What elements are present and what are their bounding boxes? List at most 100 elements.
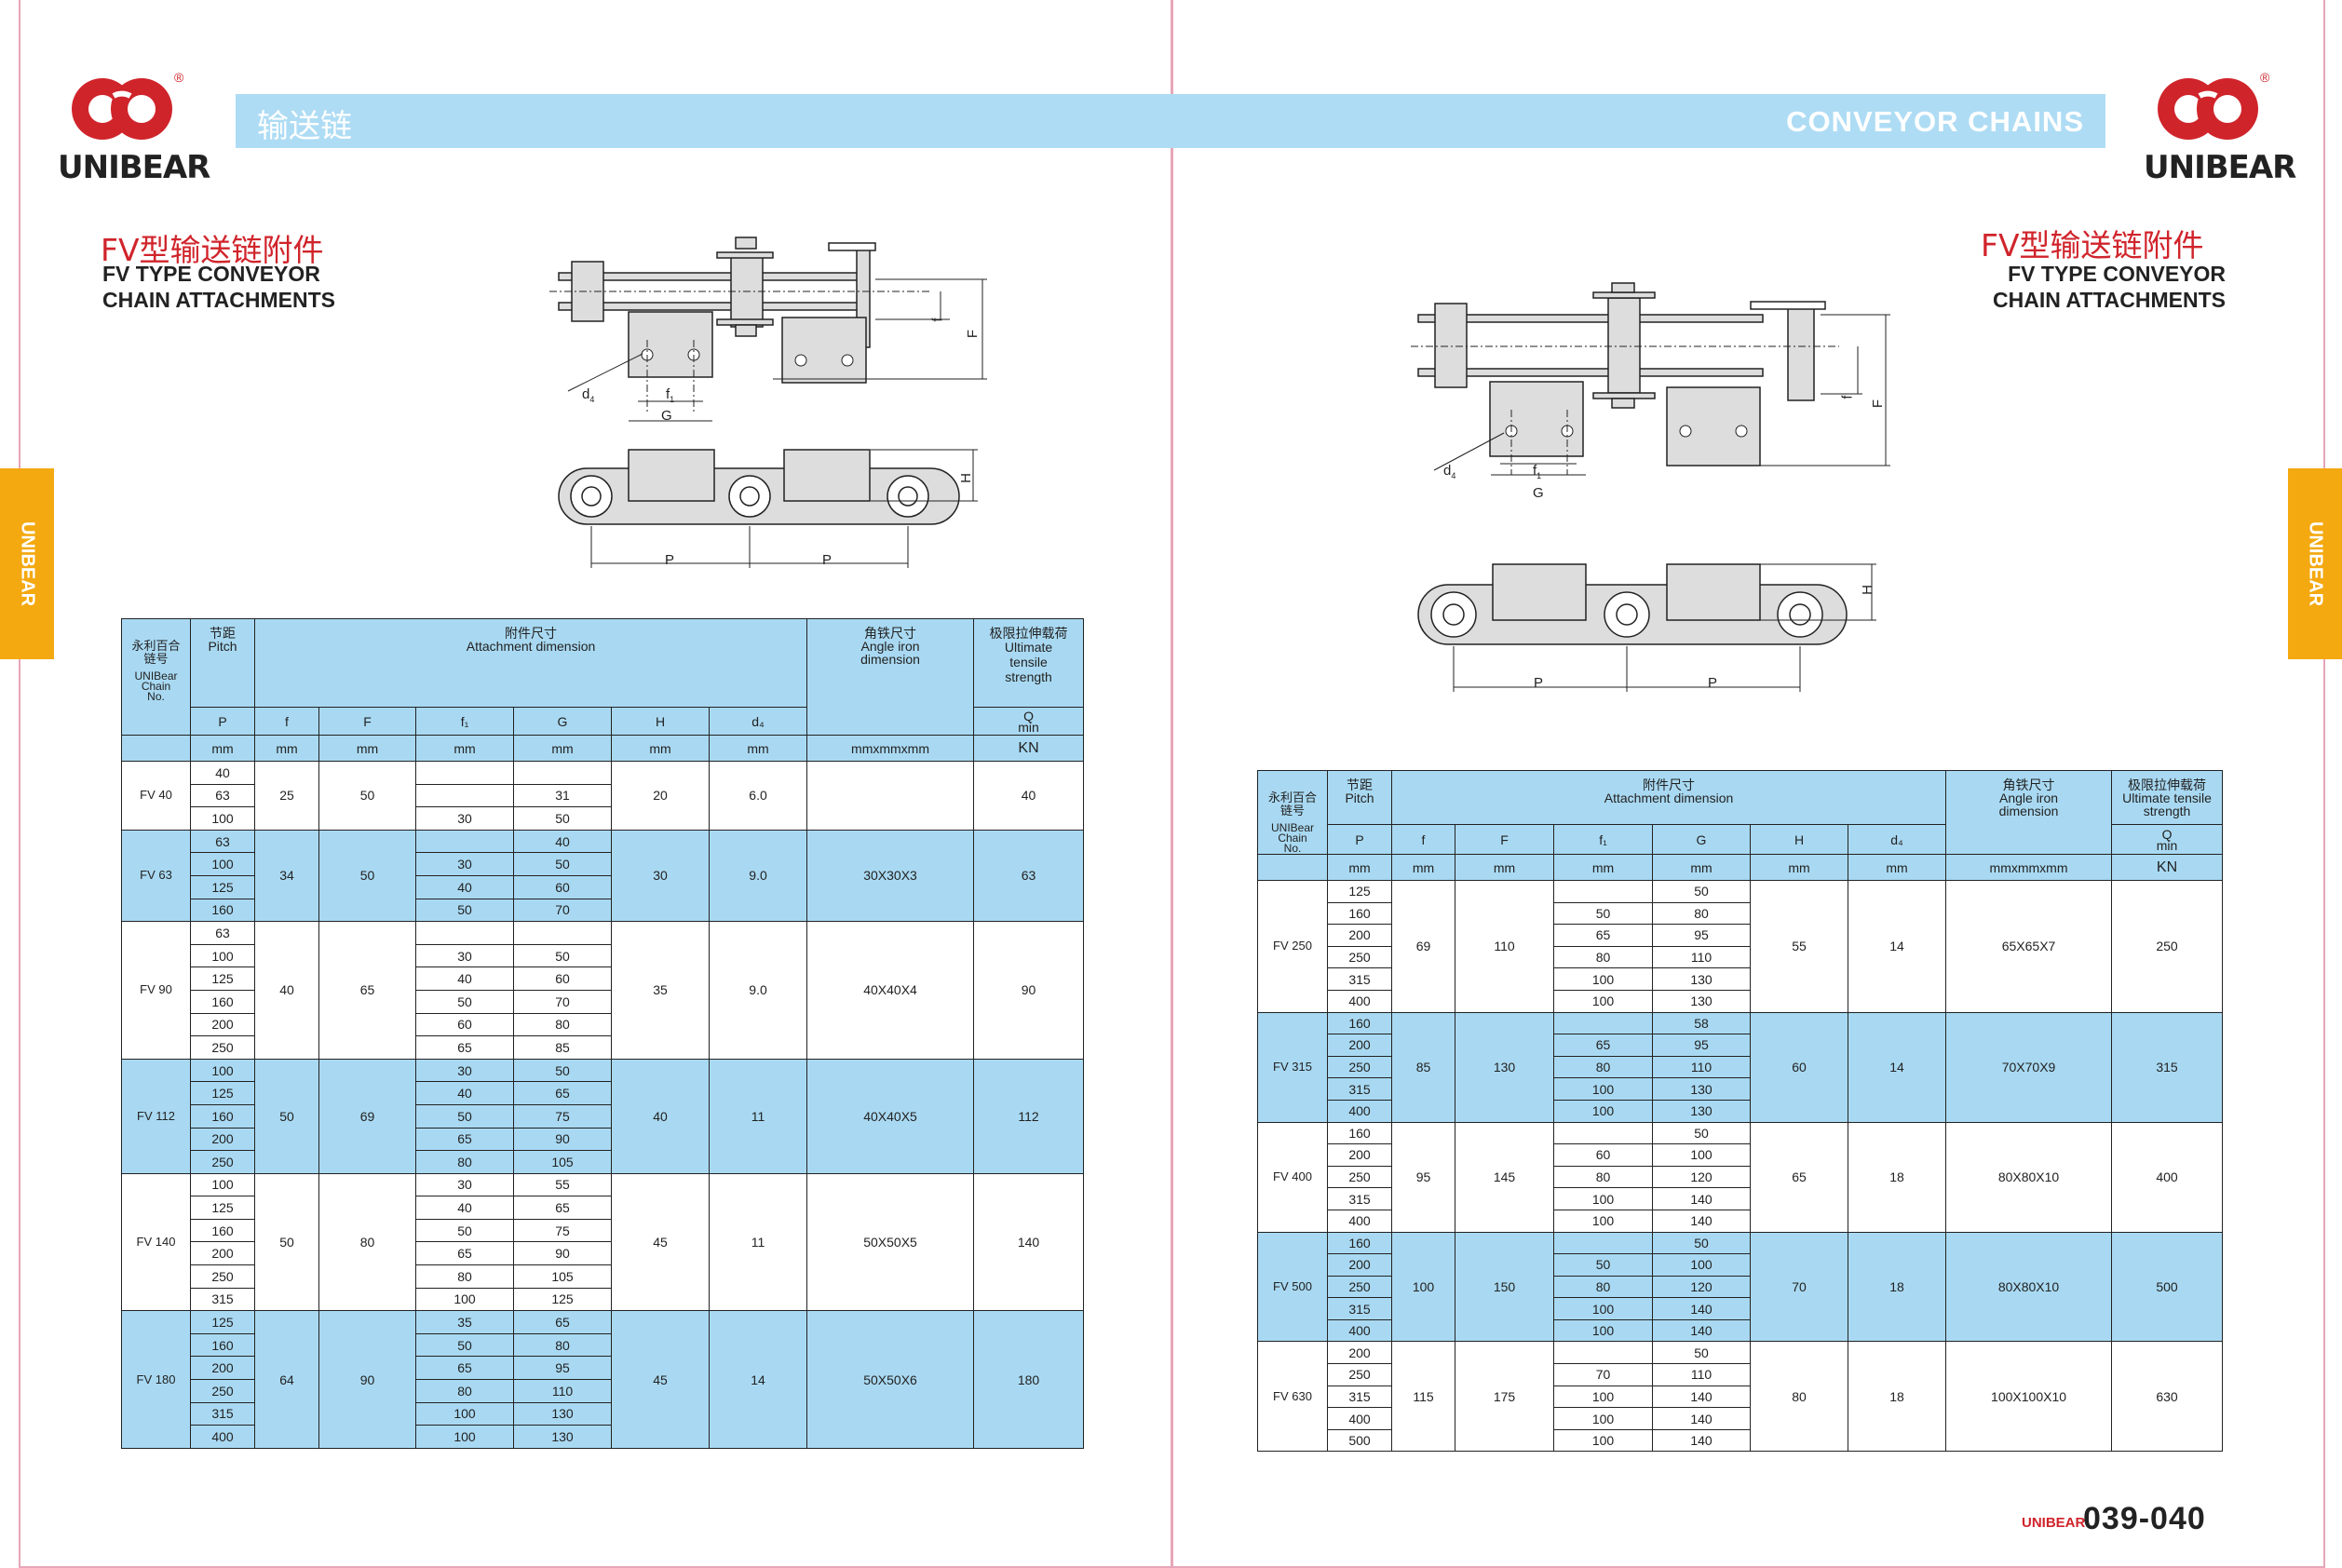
q-cell: 630	[2111, 1341, 2224, 1453]
chain-no: FV 140	[121, 1172, 191, 1312]
pitch-cell: 63	[190, 783, 255, 808]
g-cell: 50	[513, 1058, 612, 1083]
g-cell: 130	[1652, 989, 1751, 1013]
pitch-cell: 160	[190, 898, 255, 923]
d4-cell: 11	[708, 1058, 808, 1174]
f1-cell: 50	[415, 898, 514, 923]
header-col_G: G	[513, 707, 612, 736]
h-cell: 65	[1750, 1121, 1848, 1233]
d4-cell: 18	[1847, 1121, 1947, 1233]
f-cell: 50	[254, 1172, 319, 1312]
chain-no: FV 315	[1257, 1011, 1328, 1123]
f1-cell: 100	[1553, 1407, 1653, 1430]
g-cell: 60	[513, 874, 612, 899]
h-cell: 45	[611, 1310, 710, 1449]
f1-cell: 100	[1553, 1318, 1653, 1343]
f1-cell: 65	[415, 1356, 514, 1381]
h-cell: 55	[1750, 880, 1848, 1013]
pitch-cell: 315	[1327, 1297, 1392, 1320]
f-cell: 69	[1391, 880, 1455, 1013]
f1-cell: 100	[1553, 1187, 1653, 1210]
band-title-cn: 输送链	[257, 108, 352, 145]
pitch-cell: 400	[1327, 1209, 1392, 1233]
f1-cell	[1553, 880, 1653, 903]
f1-cell	[1553, 1011, 1653, 1035]
f1-cell: 50	[415, 989, 514, 1014]
unit-mm: mm	[1847, 854, 1947, 881]
angle-cell: 40X40X4	[806, 921, 975, 1060]
diagram-label-G: G	[661, 408, 672, 424]
pitch-cell: 250	[1327, 1275, 1392, 1299]
f1-cell: 80	[1553, 1165, 1653, 1189]
pitch-cell: 250	[1327, 1055, 1392, 1079]
g-cell: 100	[1652, 1143, 1751, 1167]
f1-cell: 65	[1553, 1034, 1653, 1057]
right-side-tab: UNIBEAR	[2288, 468, 2342, 659]
pitch-cell: 100	[190, 1172, 255, 1197]
d4-cell: 14	[708, 1310, 808, 1449]
f-cell: 95	[1391, 1121, 1455, 1233]
f1-cell: 50	[1553, 901, 1653, 926]
g-cell: 105	[513, 1150, 612, 1174]
pitch-cell: 200	[1327, 924, 1392, 947]
h-cell: 45	[611, 1172, 710, 1312]
f-cell: 40	[254, 921, 319, 1060]
diagram-label-f1: f1	[1533, 463, 1542, 480]
pitch-cell: 160	[190, 1218, 255, 1243]
f1-cell: 30	[415, 1172, 514, 1197]
chain-no: FV 63	[121, 829, 191, 923]
f1-cell: 100	[415, 1287, 514, 1312]
pitch-cell: 160	[1327, 1121, 1392, 1145]
g-cell: 80	[513, 1012, 612, 1037]
q-cell: 500	[2111, 1231, 2224, 1343]
F-cell: 90	[318, 1310, 416, 1449]
f-cell: 25	[254, 761, 319, 831]
pitch-cell: 315	[1327, 1385, 1392, 1409]
g-cell: 130	[1652, 1077, 1751, 1101]
f1-cell: 65	[1553, 924, 1653, 947]
unit-mm: mm	[254, 735, 319, 762]
f1-cell: 50	[1553, 1253, 1653, 1277]
diagram-label-H: H	[957, 473, 974, 483]
pitch-cell: 200	[1327, 1253, 1392, 1277]
pitch-cell: 160	[1327, 1011, 1392, 1035]
g-cell: 50	[1652, 1341, 1751, 1365]
header-col_d4: d₄	[1847, 824, 1947, 855]
g-cell: 95	[1652, 1034, 1751, 1057]
footer-brand: UNIBEAR	[2022, 1515, 2086, 1531]
f1-cell: 40	[415, 1081, 514, 1105]
g-cell: 75	[513, 1103, 612, 1129]
q-cell: 90	[973, 921, 1085, 1060]
F-cell: 175	[1455, 1341, 1554, 1453]
diagram-label-F: F	[965, 329, 981, 339]
g-cell: 110	[1652, 1055, 1751, 1079]
f1-cell: 40	[415, 966, 514, 991]
pitch-cell: 250	[190, 1264, 255, 1289]
angle-cell	[806, 761, 975, 831]
pitch-cell: 125	[1327, 880, 1392, 903]
diagram-label-P: P	[1534, 675, 1544, 691]
f-cell: 85	[1391, 1011, 1455, 1123]
pitch-cell: 400	[190, 1425, 255, 1449]
g-cell: 125	[513, 1287, 612, 1312]
d4-cell: 18	[1847, 1341, 1947, 1453]
pitch-cell: 100	[190, 806, 255, 831]
